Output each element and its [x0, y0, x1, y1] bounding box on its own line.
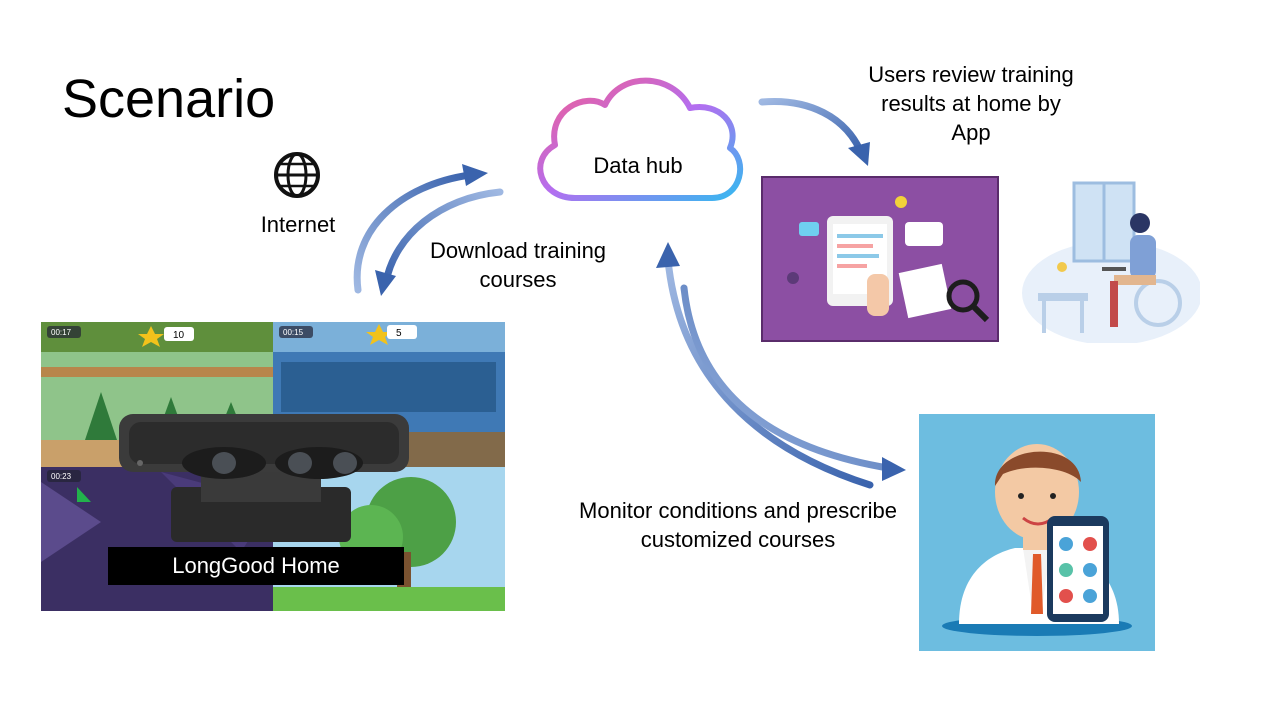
monitor-arrow-up	[664, 256, 874, 489]
training-game-collage: 00:17 10 00:15 5 00:23 LongGood Home	[41, 322, 505, 611]
hud-score-1: 10	[173, 330, 185, 341]
hud-score-2: 5	[396, 328, 402, 339]
star-icon	[366, 324, 392, 345]
globe-icon	[274, 152, 320, 198]
app-results-illustration	[761, 176, 999, 342]
app-illustration-art	[787, 196, 990, 323]
internet-label: Internet	[260, 212, 336, 237]
star-icon	[138, 326, 164, 347]
depth-camera-device	[119, 414, 409, 542]
data-hub-cloud	[537, 77, 744, 201]
home-user-illustration	[1018, 163, 1200, 343]
hud-timer-3: 00:23	[51, 472, 72, 481]
monitor-label: Monitor conditions and prescribe customi…	[579, 498, 897, 552]
hud-timer-1: 00:17	[51, 328, 72, 337]
download-label: Download training courses	[429, 238, 607, 292]
hud-timer-2: 00:15	[283, 328, 304, 337]
page-title: Scenario	[62, 69, 276, 129]
download-arrow	[382, 188, 504, 286]
home-user-art	[1022, 181, 1200, 343]
upload-arrow	[353, 171, 474, 294]
review-arrow	[758, 97, 864, 154]
data-hub-label: Data hub	[593, 153, 683, 178]
game-scenes: 00:17 10 00:15 5 00:23	[41, 322, 505, 611]
users-review-label: Users review training results at home by…	[868, 62, 1074, 145]
prescribe-arrow-down	[680, 284, 892, 472]
longgood-home-label: LongGood Home	[108, 547, 404, 585]
doctor-art	[942, 444, 1132, 636]
doctor-illustration	[919, 414, 1155, 651]
